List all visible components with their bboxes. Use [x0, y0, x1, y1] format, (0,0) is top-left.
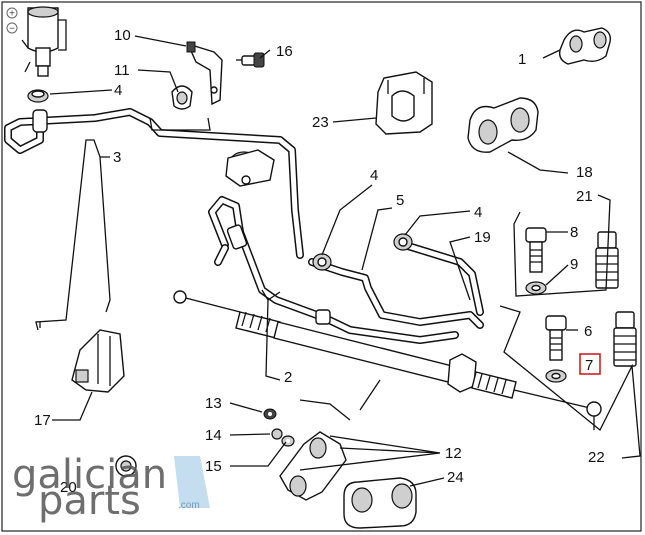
callout-labels: 10 11 16 4 3 23 1 18 21 4 5 4 19 8 9 6 7…	[34, 27, 605, 496]
callout-12[interactable]: 12	[445, 445, 462, 462]
callout-4[interactable]: 4	[114, 82, 122, 99]
washer-7[interactable]	[545, 369, 567, 383]
clamp-11[interactable]	[171, 85, 193, 110]
pipe-clamp-4-top[interactable]	[27, 89, 49, 103]
watermark-accent-shape	[174, 456, 210, 508]
callout-21[interactable]: 21	[576, 188, 593, 205]
callout-14[interactable]: 14	[205, 427, 222, 444]
bolt-16[interactable]	[236, 52, 265, 68]
zoom-out-icon	[6, 22, 18, 34]
clip-23[interactable]	[375, 71, 433, 135]
callout-22[interactable]: 22	[588, 449, 605, 466]
banjo-bolt-8[interactable]	[525, 227, 547, 273]
pump-20-bottom[interactable]	[115, 455, 137, 477]
callout-4-right[interactable]: 4	[474, 204, 482, 221]
callout-8[interactable]: 8	[570, 224, 578, 241]
watermark-logo: galician parts .com	[12, 452, 210, 524]
highlighted-callout-box	[579, 353, 601, 375]
washer-14[interactable]	[271, 428, 283, 440]
callout-24[interactable]: 24	[447, 469, 464, 486]
callout-4-middle[interactable]: 4	[370, 167, 378, 184]
bracket-10[interactable]	[186, 41, 223, 106]
callout-11[interactable]: 11	[114, 62, 130, 79]
nut-13[interactable]	[263, 408, 277, 420]
leader-lines	[35, 35, 641, 487]
clip-1[interactable]	[558, 27, 612, 65]
watermark-suffix: .com	[178, 500, 200, 511]
pipe-clamp-4-right[interactable]	[393, 233, 413, 251]
union-22[interactable]	[613, 311, 637, 367]
callout-2[interactable]: 2	[284, 369, 292, 386]
svg-text:−: −	[9, 24, 15, 35]
callout-9[interactable]: 9	[570, 256, 578, 273]
pipe-clamp-4-middle[interactable]	[312, 253, 332, 271]
callout-16[interactable]: 16	[276, 43, 293, 60]
clip-18[interactable]	[467, 97, 539, 153]
zoom-in-icon	[6, 7, 18, 19]
banjo-bolt-6[interactable]	[545, 315, 567, 361]
pump-20-top[interactable]	[225, 149, 275, 187]
zoom-out-button[interactable]: −	[6, 22, 18, 35]
callout-5[interactable]: 5	[396, 192, 404, 209]
callout-1[interactable]: 1	[518, 51, 526, 68]
callout-20[interactable]: 20	[60, 479, 77, 496]
zoom-in-button[interactable]: +	[6, 7, 18, 20]
clamp-12[interactable]	[279, 431, 347, 501]
steering-rack-assembly[interactable]	[173, 290, 602, 430]
clip-24[interactable]	[343, 477, 417, 529]
watermark-line1: galician	[12, 452, 167, 498]
callout-18[interactable]: 18	[576, 164, 593, 181]
bracket-17[interactable]	[71, 329, 125, 393]
hose-19[interactable]	[404, 242, 484, 316]
callout-7[interactable]: 7	[585, 357, 593, 374]
callout-10[interactable]: 10	[114, 27, 131, 44]
callout-19[interactable]: 19	[474, 229, 491, 246]
callout-15[interactable]: 15	[205, 458, 222, 475]
callout-3[interactable]: 3	[113, 149, 121, 166]
washer-9[interactable]	[525, 281, 547, 295]
watermark-line2: parts	[38, 478, 141, 524]
return-pipe-5[interactable]	[308, 258, 484, 329]
svg-text:+: +	[9, 9, 15, 20]
callout-23[interactable]: 23	[312, 114, 329, 131]
return-pipe-3[interactable]	[4, 108, 304, 259]
callout-17[interactable]: 17	[34, 412, 51, 429]
callout-13[interactable]: 13	[205, 395, 222, 412]
fluid-reservoir-part[interactable]	[21, 6, 67, 77]
callout-6[interactable]: 6	[584, 323, 592, 340]
